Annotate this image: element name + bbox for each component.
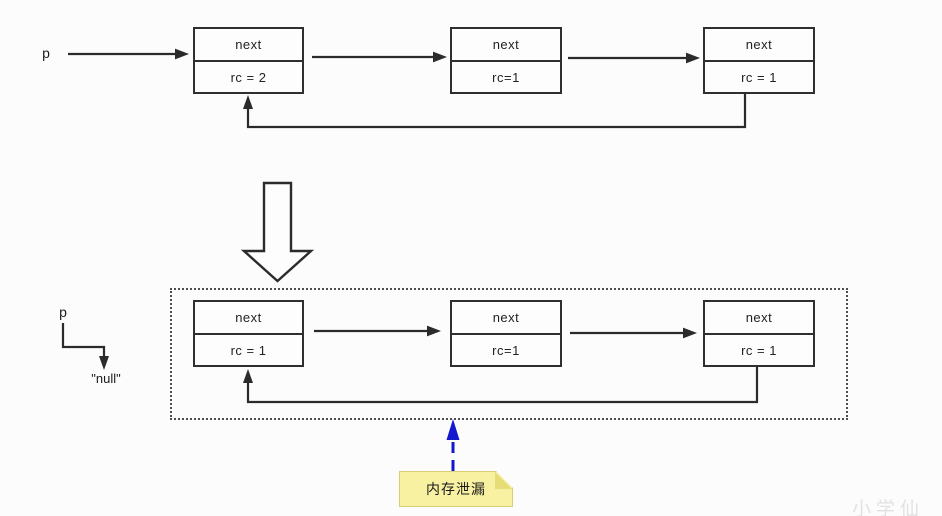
bottom-list-node-1: next rc = 1 — [193, 300, 304, 367]
bottom-link-2-3-arrowhead — [683, 327, 697, 339]
bottom-pointer-arrowhead — [99, 356, 109, 370]
node-next-field: next — [705, 302, 813, 335]
top-link-2-3-arrowhead — [686, 52, 700, 64]
node-next-field: next — [195, 29, 302, 62]
node-rc-field: rc = 1 — [741, 342, 777, 358]
null-label: "null" — [91, 371, 121, 386]
bottom-cycle-back-edge — [246, 367, 759, 404]
node-rc-field: rc=1 — [492, 342, 520, 358]
node-rc-field: rc = 1 — [741, 69, 777, 85]
top-cycle-back-edge — [246, 94, 747, 129]
leaked-region-border — [170, 288, 848, 420]
note-text: 内存泄漏 — [426, 481, 486, 497]
node-rc-field: rc = 2 — [230, 69, 267, 85]
top-list-node-3: next rc = 1 — [703, 27, 815, 94]
top-list-node-1: next rc = 2 — [193, 27, 304, 94]
top-list-node-2: next rc=1 — [450, 27, 562, 94]
bottom-list-node-2: next rc=1 — [450, 300, 562, 367]
top-pointer-label: p — [42, 45, 50, 61]
memory-leak-note: 内存泄漏 — [399, 471, 513, 507]
bottom-pointer-to-null-edge — [61, 323, 106, 357]
node-rc-field: rc=1 — [492, 69, 520, 85]
node-rc-field: rc = 1 — [230, 342, 267, 358]
bottom-cycle-back-arrowhead — [243, 369, 253, 383]
node-next-field: next — [452, 29, 560, 62]
top-pointer-arrowhead — [175, 48, 189, 60]
node-next-field: next — [452, 302, 560, 335]
bottom-list-node-3: next rc = 1 — [703, 300, 815, 367]
big-down-arrow — [240, 181, 315, 283]
node-next-field: next — [195, 302, 302, 335]
top-cycle-back-arrowhead — [243, 95, 253, 109]
top-link-1-2-arrowhead — [433, 51, 447, 63]
bottom-pointer-label: p — [59, 304, 67, 320]
leak-callout-arrowhead — [446, 419, 460, 440]
watermark: 小学仙 — [852, 499, 925, 516]
node-next-field: next — [705, 29, 813, 62]
bottom-link-1-2-arrowhead — [427, 325, 441, 337]
